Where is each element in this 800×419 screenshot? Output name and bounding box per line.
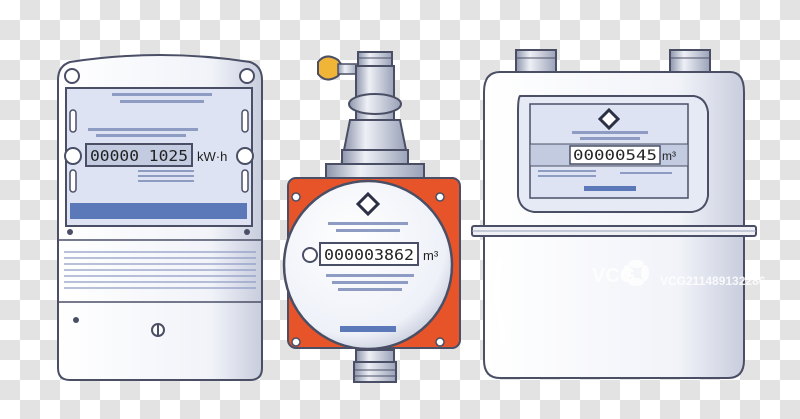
valve-body xyxy=(348,93,402,115)
label-line xyxy=(88,128,198,131)
screw-icon xyxy=(73,317,79,323)
bolt-icon xyxy=(291,192,301,202)
gas-outlet-pipe xyxy=(669,49,711,73)
water-meter-reading: 000003862 xyxy=(324,246,414,264)
screw-icon xyxy=(67,229,73,235)
label-line xyxy=(112,93,212,96)
label-line xyxy=(620,172,672,174)
gas-meter-bar xyxy=(584,186,636,191)
label-line xyxy=(326,274,414,277)
electric-meter-unit: kW·h xyxy=(197,149,227,164)
label-line xyxy=(572,131,648,134)
pipe-nut xyxy=(353,361,397,383)
water-meter: 000003862 m³ xyxy=(282,51,461,383)
brand-diamond-icon xyxy=(597,107,621,131)
mounting-hole-icon xyxy=(64,68,80,84)
watermark-text: VCG211489132286 xyxy=(660,274,766,288)
screw-icon xyxy=(64,147,82,165)
electric-meter: 00000 1025 kW·h xyxy=(57,54,263,381)
screw-icon xyxy=(236,147,254,165)
pipe-collar xyxy=(355,349,395,363)
screw-slot-icon xyxy=(69,109,77,133)
water-meter-unit: m³ xyxy=(423,248,439,263)
gas-meter-highlight xyxy=(494,257,507,343)
label-line xyxy=(538,170,596,172)
label-line xyxy=(580,137,640,140)
screw-icon xyxy=(244,229,250,235)
bolt-icon xyxy=(435,192,445,202)
label-line xyxy=(332,281,408,284)
label-line xyxy=(338,288,402,291)
electric-meter-display xyxy=(85,143,193,167)
label-line xyxy=(336,229,400,232)
pipe-nut xyxy=(357,51,393,67)
water-meter-bar xyxy=(340,326,396,332)
screw-slot-icon xyxy=(69,169,77,193)
pipe-flare xyxy=(342,119,408,151)
label-line xyxy=(538,175,596,177)
bolt-icon xyxy=(291,337,301,347)
water-meter-display xyxy=(319,242,419,266)
label-line xyxy=(120,100,204,103)
label-line xyxy=(138,170,194,172)
bolt-icon xyxy=(435,337,445,347)
gas-meter-unit: m³ xyxy=(662,149,676,163)
brand-diamond-icon xyxy=(355,191,381,217)
label-line xyxy=(328,222,408,225)
screw-slot-icon xyxy=(241,109,249,133)
vcg-flower-icon xyxy=(623,260,649,286)
gas-meter: 00000545 m³ xyxy=(471,49,757,379)
label-line xyxy=(138,180,194,182)
gas-meter-display xyxy=(569,145,661,165)
electric-meter-reading: 00000 1025 xyxy=(90,147,188,165)
mounting-hole-icon xyxy=(239,68,255,84)
pipe-collar xyxy=(325,163,425,179)
vent-grille xyxy=(64,251,256,289)
label-line xyxy=(138,175,194,177)
label-line xyxy=(96,134,186,137)
watermark-logo: VCG xyxy=(592,265,635,287)
screw-slot-icon xyxy=(241,169,249,193)
watermark: VCG VCG211489132286 xyxy=(592,260,766,288)
gas-inlet-pipe xyxy=(515,49,557,73)
gas-meter-reading: 00000545 xyxy=(573,148,657,164)
pipe-collar xyxy=(341,149,409,165)
electric-meter-bar xyxy=(70,203,247,219)
indicator-icon xyxy=(302,247,318,263)
